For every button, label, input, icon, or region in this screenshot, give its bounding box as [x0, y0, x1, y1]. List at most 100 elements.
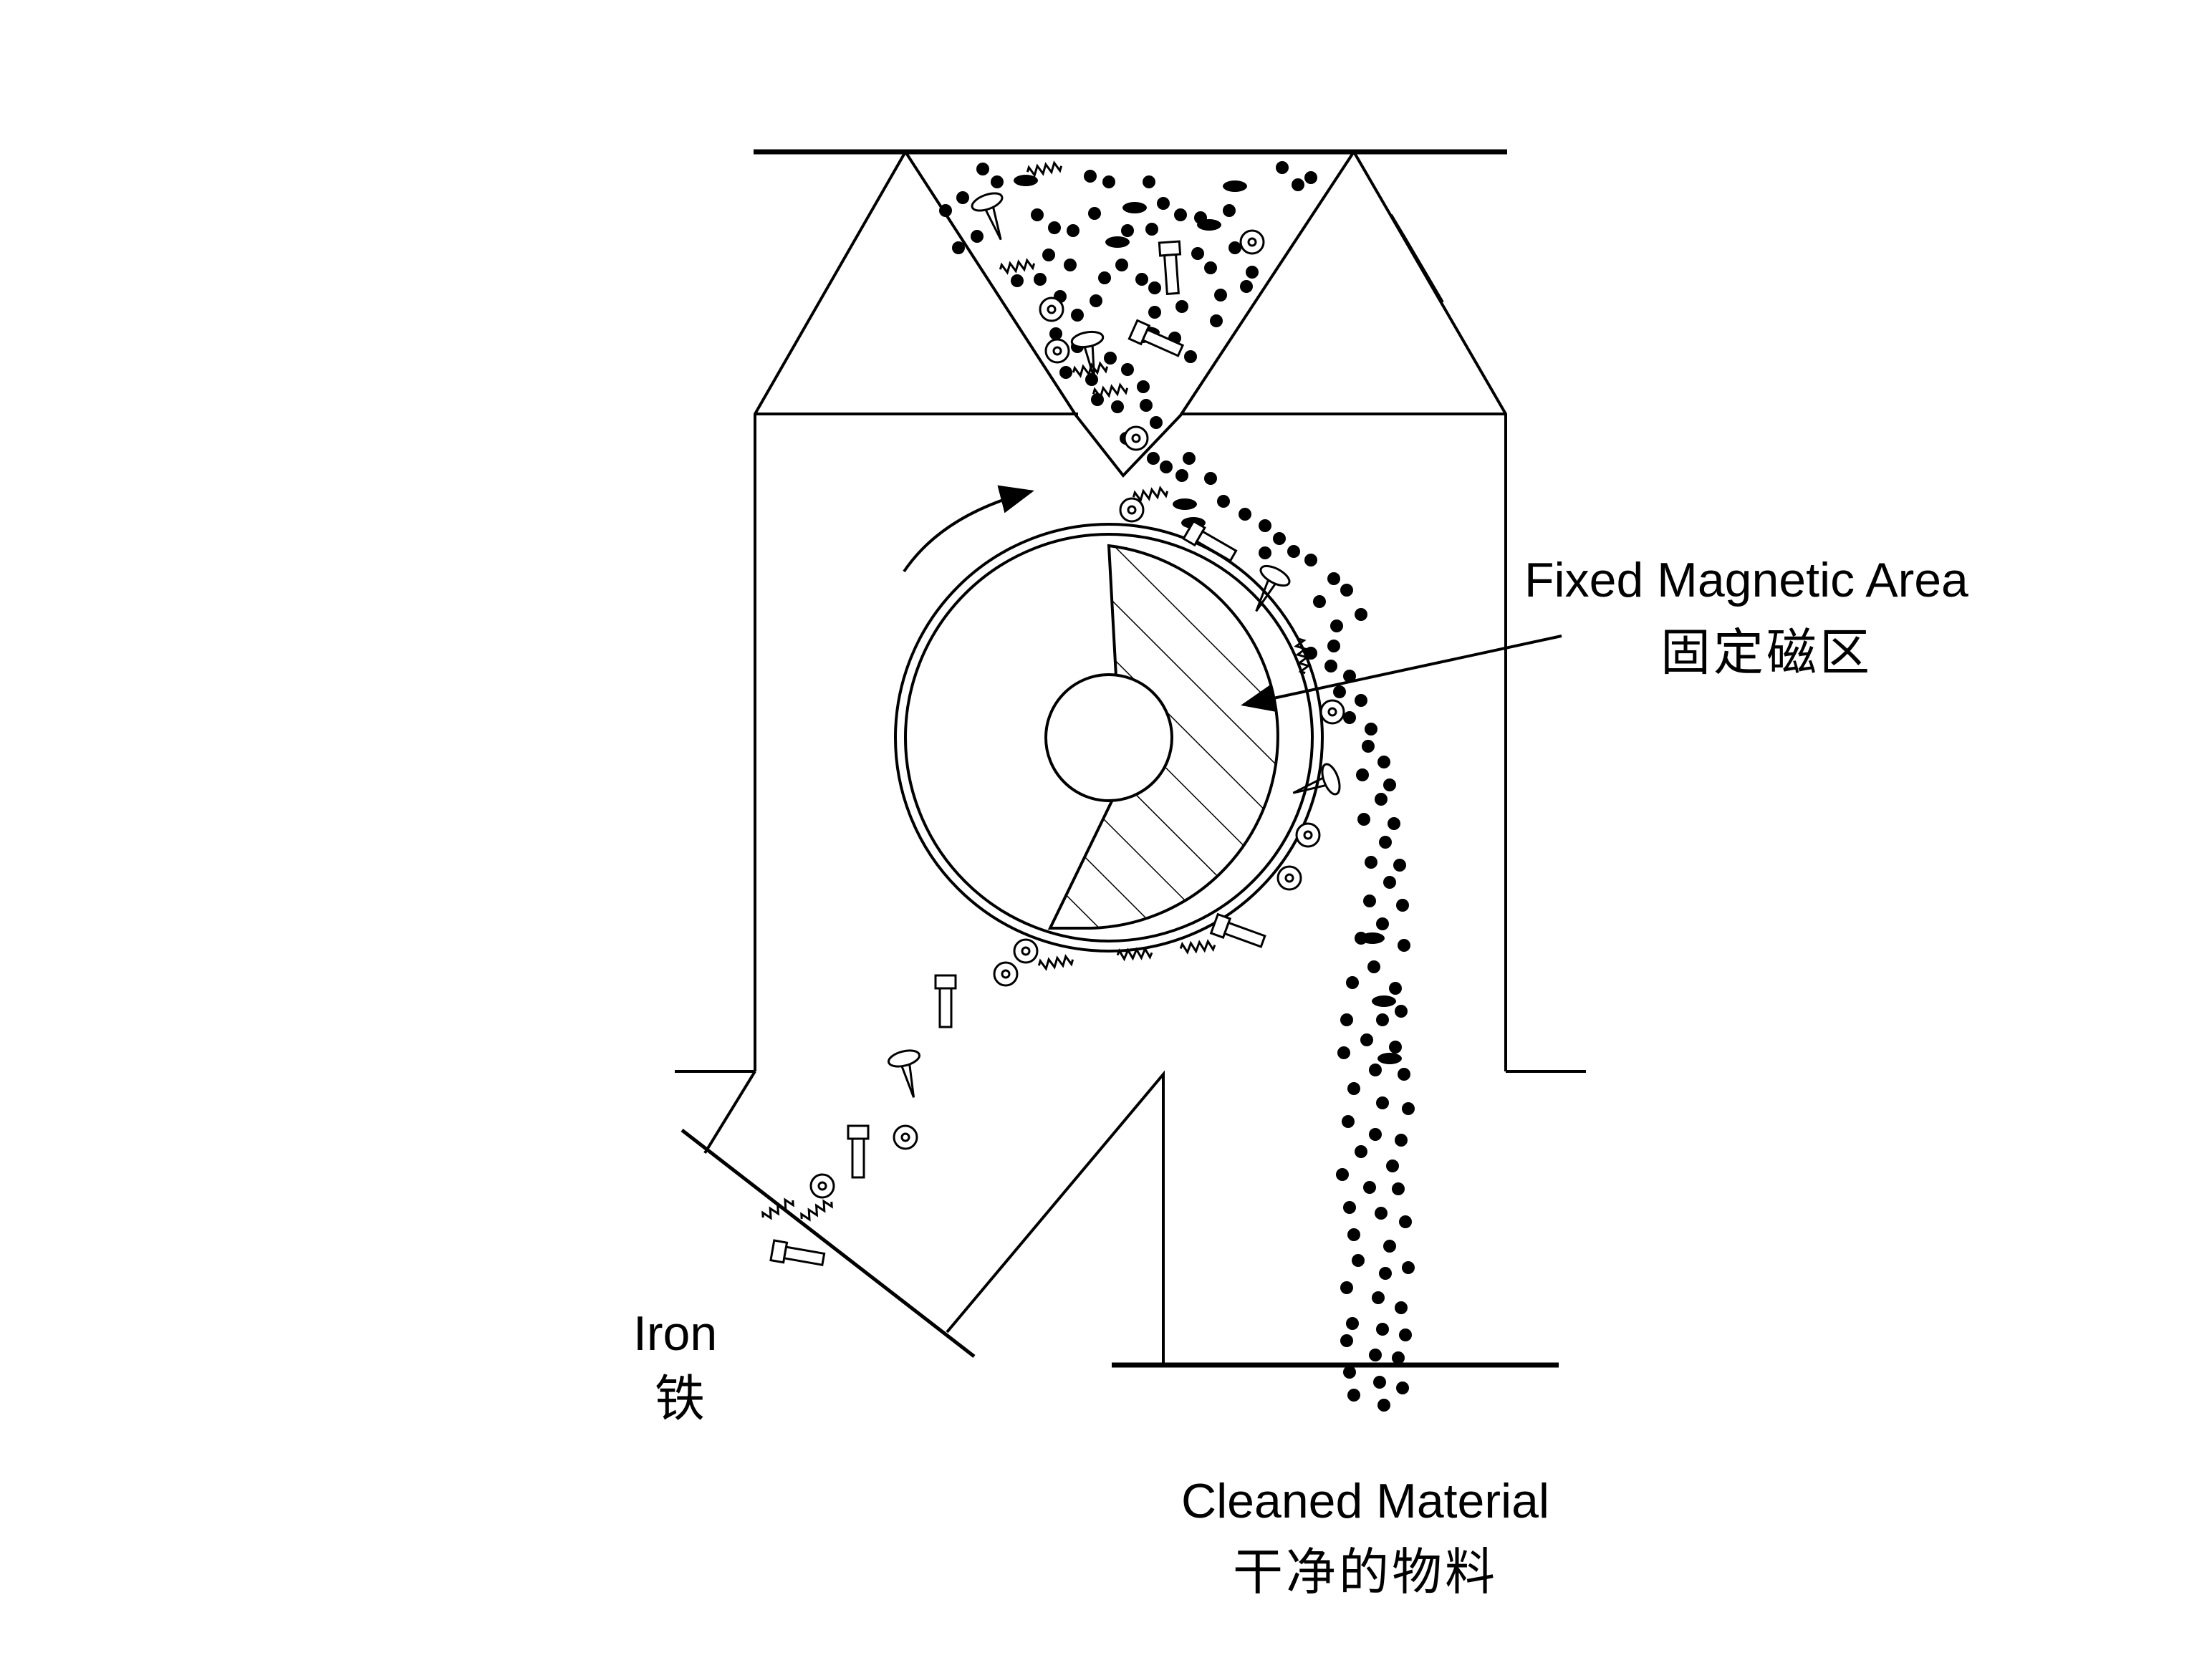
nonmagnetic-particle [1395, 1301, 1408, 1314]
nonmagnetic-particle [1377, 1053, 1402, 1064]
nonmagnetic-particle [1347, 1228, 1360, 1241]
nonmagnetic-particle [1034, 273, 1047, 286]
nonmagnetic-particle [1121, 363, 1134, 376]
nonmagnetic-particle [1183, 452, 1196, 465]
feed-hopper [904, 150, 1355, 478]
spring-icon [761, 1197, 794, 1220]
nonmagnetic-particle [1184, 350, 1197, 363]
washer-icon [1119, 497, 1145, 523]
spring-icon [1179, 939, 1216, 955]
washer-icon [817, 1181, 827, 1191]
nonmagnetic-particle [1011, 274, 1024, 287]
iron-discharge-chute [703, 1070, 756, 1154]
washer-icon [1327, 707, 1337, 717]
nonmagnetic-particle [1217, 495, 1230, 508]
nonmagnetic-particle [1084, 170, 1097, 183]
washer-icon [1044, 338, 1070, 364]
nonmagnetic-particle [1042, 249, 1055, 261]
nonmagnetic-particle [1147, 452, 1160, 465]
nail-icon [1070, 330, 1105, 380]
nonmagnetic-particle [1395, 1005, 1408, 1018]
nonmagnetic-particle [1327, 572, 1340, 585]
washer-icon [1039, 296, 1064, 322]
nonmagnetic-particle [1214, 289, 1227, 302]
nonmagnetic-particle [1148, 281, 1161, 294]
nonmagnetic-particle [1363, 895, 1376, 907]
cleaned-material-label-en: Cleaned Material [1180, 1474, 1550, 1528]
nonmagnetic-particle [1102, 175, 1115, 188]
drum-shaft [1044, 673, 1173, 802]
nonmagnetic-particle [1375, 793, 1388, 806]
bolt-icon [1182, 519, 1238, 562]
iron-chute-plate [681, 1129, 976, 1358]
nonmagnetic-particle [991, 175, 1004, 188]
nonmagnetic-particle [1327, 640, 1340, 652]
nonmagnetic-particle [1067, 224, 1079, 237]
nonmagnetic-particle [1048, 221, 1061, 234]
nonmagnetic-particle [1175, 300, 1188, 313]
drum-inner-shell [904, 533, 1314, 942]
washer-icon [1284, 873, 1294, 883]
nonmagnetic-particle [1376, 917, 1389, 930]
nonmagnetic-particle [1343, 711, 1356, 724]
nonmagnetic-particle [1346, 976, 1359, 989]
nonmagnetic-particle [1347, 1082, 1360, 1095]
bolt-icon [1209, 912, 1266, 948]
nonmagnetic-particle [1259, 519, 1271, 532]
nonmagnetic-particle [1098, 271, 1111, 284]
nonmagnetic-particle [1342, 1115, 1355, 1128]
nonmagnetic-particle [1398, 1068, 1410, 1081]
washer-icon [1303, 830, 1313, 840]
spring-icon [1072, 361, 1109, 378]
spring-icon [1116, 946, 1153, 962]
nonmagnetic-particle [1377, 1399, 1390, 1412]
iron-label-cn: 铁 [655, 1371, 708, 1427]
nonmagnetic-particle [1071, 309, 1084, 322]
nonmagnetic-particle [1392, 1182, 1405, 1195]
nonmagnetic-particle [1292, 178, 1304, 191]
nonmagnetic-particle [1362, 740, 1375, 753]
nonmagnetic-particle [1340, 584, 1353, 597]
nonmagnetic-particle [1173, 498, 1197, 510]
nonmagnetic-particle [1355, 1145, 1367, 1158]
nonmagnetic-particle [1383, 778, 1396, 791]
nonmagnetic-particle [1059, 366, 1072, 379]
nonmagnetic-particle [1383, 876, 1396, 889]
nonmagnetic-particle [1386, 1159, 1399, 1172]
nonmagnetic-particle [1210, 314, 1223, 327]
nonmagnetic-particle [1090, 294, 1102, 307]
nonmagnetic-particle [1340, 1013, 1353, 1026]
nonmagnetic-particle [1340, 1334, 1353, 1347]
fixed-magnetic-area-label-cn: 固定磁区 [1660, 625, 1872, 680]
nonmagnetic-particle [939, 204, 952, 217]
nonmagnetic-particle [1259, 546, 1271, 559]
nail-icon [1255, 564, 1291, 612]
nonmagnetic-particle [1273, 532, 1286, 545]
spring-icon [1037, 954, 1074, 971]
bolt-icon [769, 1239, 826, 1266]
nonmagnetic-particle [952, 241, 965, 254]
nonmagnetic-particle [1343, 670, 1356, 683]
nonmagnetic-particle [1388, 817, 1400, 830]
nonmagnetic-particle [1402, 1102, 1415, 1115]
washer-icon [1013, 938, 1039, 964]
washer-icon [1295, 822, 1321, 848]
nonmagnetic-particle [1143, 175, 1155, 188]
spring-icon [999, 258, 1036, 275]
nonmagnetic-particle [1395, 1134, 1408, 1147]
washer-icon [1052, 346, 1062, 356]
nonmagnetic-particle [1140, 399, 1153, 412]
nonmagnetic-particle [1304, 647, 1317, 660]
nonmagnetic-particle [1340, 1281, 1353, 1294]
nonmagnetic-particle [1204, 261, 1217, 274]
nonmagnetic-particle [1365, 856, 1377, 869]
nonmagnetic-particle [1365, 723, 1377, 736]
bolt-icon [1127, 319, 1185, 357]
nonmagnetic-particle [1105, 236, 1130, 248]
washer-icon [1127, 505, 1137, 515]
nonmagnetic-particle [1357, 813, 1370, 826]
nonmagnetic-particle [1398, 939, 1410, 952]
nonmagnetic-particle [1150, 416, 1163, 429]
nonmagnetic-particle [1399, 1215, 1412, 1228]
spring-icon [1092, 382, 1129, 400]
